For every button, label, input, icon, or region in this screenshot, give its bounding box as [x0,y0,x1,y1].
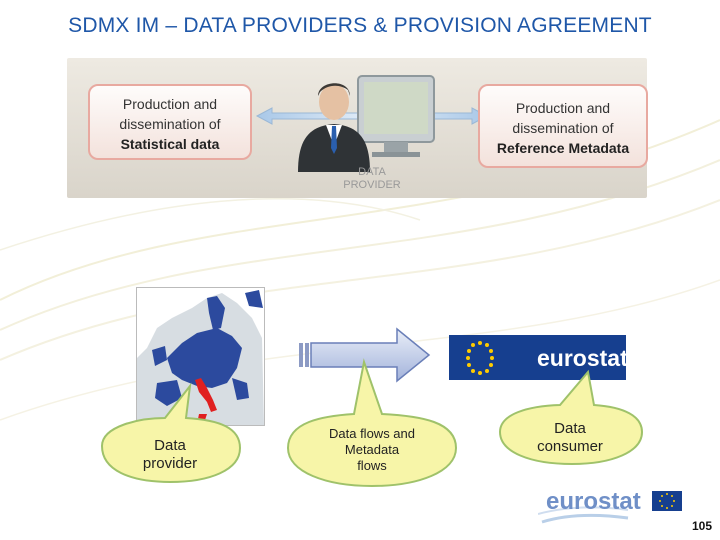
data-provider-line2: provider [142,455,198,472]
statistical-data-box: Production and dissemination of Statisti… [88,84,252,160]
data-provider-label: DATA PROVIDER [332,166,412,192]
eurostat-logo: eurostat [449,335,626,380]
data-consumer-line2: consumer [537,438,603,455]
eurostat-footer-logo: eurostat [538,488,682,524]
eu-stars-icon [466,341,494,375]
data-flows-callout [286,358,458,488]
europe-map [136,287,265,426]
data-flows-line3: flows [357,458,387,473]
reference-metadata-box: Production and dissemination of Referenc… [478,84,648,168]
eurostat-logo-text: eurostat [537,345,626,371]
reference-line2: dissemination of [512,120,614,136]
data-flows-line2: Metadata [344,442,400,457]
data-flows-callout-text: Data flows and Metadata flows [272,426,472,474]
data-consumer-callout [498,369,644,466]
statistical-line3: Statistical data [90,134,250,154]
data-provider-person-icon [298,75,435,172]
italy-highlight [195,378,217,412]
eurostat-footer-text: eurostat [546,488,641,515]
data-provider-callout [100,382,242,484]
reference-metadata-label: Reference Metadata [496,140,630,156]
statistical-line2: dissemination of [119,116,221,132]
data-consumer-callout-text: Data consumer [470,420,670,456]
statistical-line1: Production and [122,96,218,112]
europe-map-graphic [137,288,264,425]
slide-title: SDMX IM – DATA PROVIDERS & PROVISION AGR… [68,14,652,37]
page-number: 105 [691,519,712,533]
data-provider-callout-text: Data provider [70,437,270,473]
data-flows-line1: Data flows and [329,426,415,441]
statistical-data-label: Statistical data [120,136,220,152]
reference-line1: Production and [515,100,611,116]
data-provider-label-line2: PROVIDER [343,179,401,191]
data-provider-line1: Data [154,437,186,454]
eu-flag-icon [652,491,682,511]
reference-line3: Reference Metadata [480,138,646,158]
data-consumer-line1: Data [554,420,586,437]
data-flow-arrow-icon [299,327,431,383]
data-provider-label-line1: DATA [358,166,386,178]
